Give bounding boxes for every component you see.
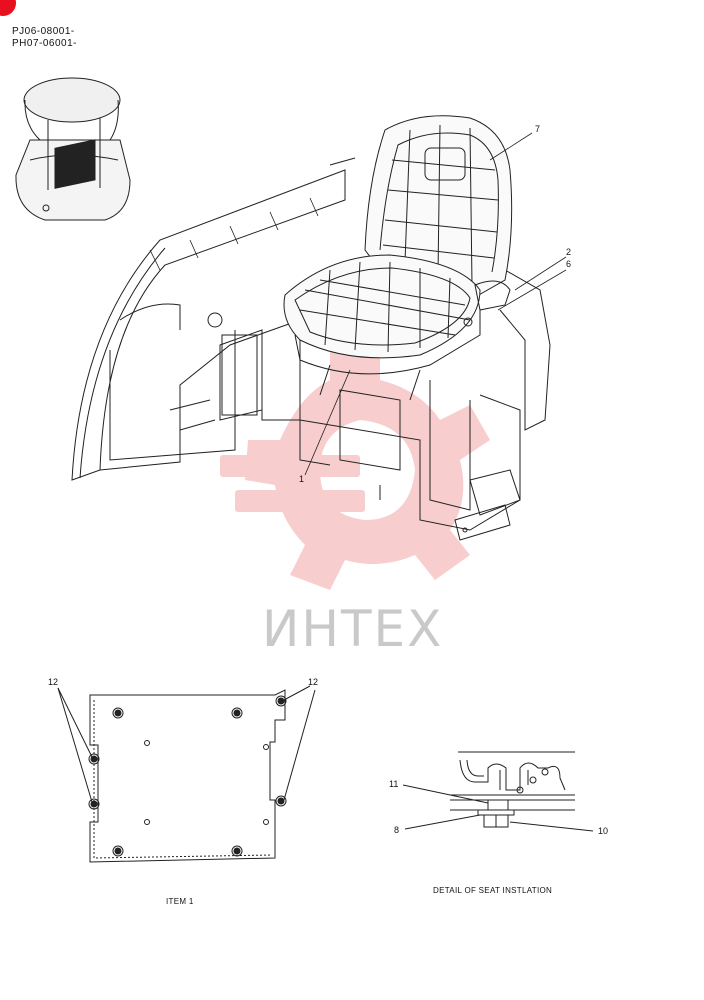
cab-inset-view: [15, 77, 131, 221]
detail-caption: DETAIL OF SEAT INSTLATION: [433, 886, 553, 895]
corner-marker: [0, 0, 16, 16]
watermark-text: ИНТЕХ: [262, 600, 444, 658]
callout-12-right: 12: [308, 677, 319, 687]
item1-caption: ITEM 1: [166, 897, 194, 906]
callout-2: 2: [566, 247, 572, 257]
callout-8: 8: [394, 825, 400, 835]
item1-plate: [57, 685, 316, 863]
callout-6: 6: [566, 259, 572, 269]
serial-number-2: PH07-06001-: [12, 38, 77, 49]
watermark-gear-icon: [220, 350, 490, 590]
callout-10: 10: [598, 826, 609, 836]
leader-lines-main: [304, 132, 567, 476]
callout-7: 7: [535, 124, 541, 134]
callout-1: 1: [299, 474, 305, 484]
serial-number-1: PJ06-08001-: [12, 26, 75, 37]
callout-12-left: 12: [48, 677, 59, 687]
callout-11: 11: [389, 779, 399, 789]
operator-seat: [283, 115, 513, 401]
machine-frame: [71, 157, 551, 541]
seat-installation-detail: [402, 751, 594, 832]
